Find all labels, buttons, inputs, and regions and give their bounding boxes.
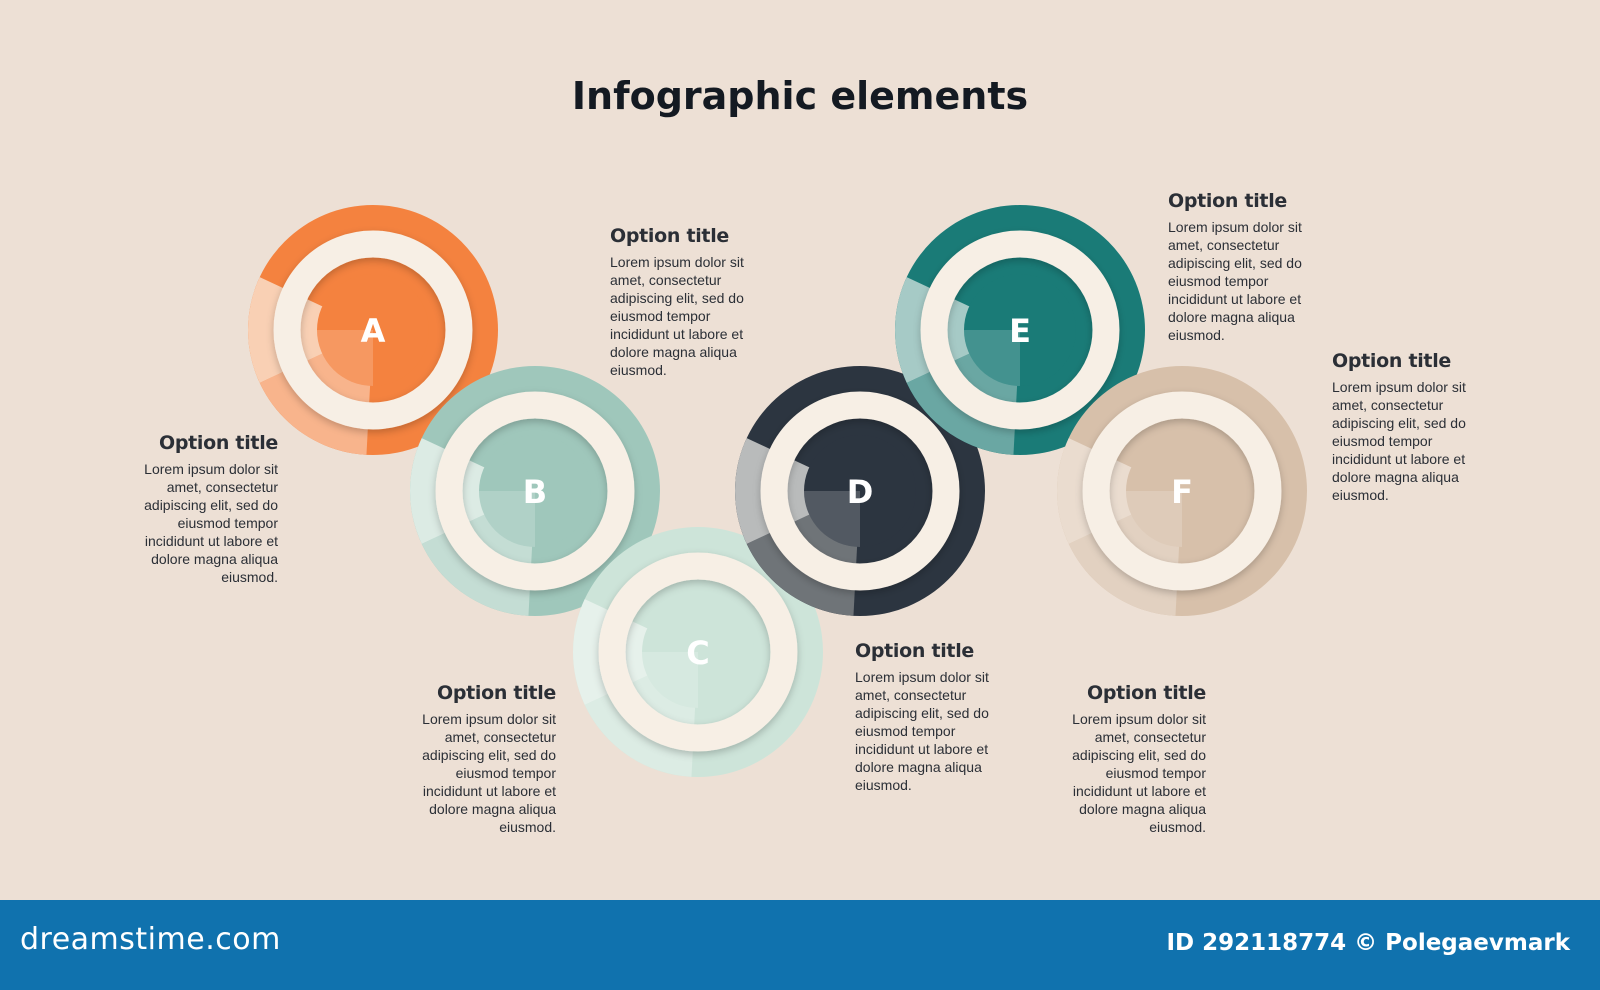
cream-ring [920, 230, 1120, 430]
option-g-text: Option title Lorem ipsum dolor sit amet,… [1056, 682, 1206, 836]
option-a-text: Option title Lorem ipsum dolor sit amet,… [128, 432, 278, 586]
option-body: Lorem ipsum dolor sit amet, consectetur … [422, 711, 556, 835]
footer-bar: dreamstime.com ID 292118774 © Polegaevma… [0, 900, 1600, 990]
step-circle-d: D [735, 366, 985, 616]
option-title: Option title [1332, 350, 1452, 372]
step-circle-f: F [1057, 366, 1307, 616]
option-body: Lorem ipsum dolor sit amet, consectetur … [1072, 711, 1206, 835]
option-title: Option title [436, 682, 556, 704]
option-body: Lorem ipsum dolor sit amet, consectetur … [144, 461, 278, 585]
page-title: Infographic elements [571, 74, 1029, 118]
option-c-text: Option title Lorem ipsum dolor sit amet,… [406, 682, 556, 836]
step-letter: A [361, 312, 386, 350]
step-letter: E [1009, 312, 1031, 350]
cream-ring [273, 230, 473, 430]
inner-disc [642, 596, 754, 708]
step-circle-c: C [573, 527, 823, 777]
option-body: Lorem ipsum dolor sit amet, consectetur … [610, 254, 744, 378]
inner-disc [1126, 435, 1238, 547]
option-title: Option title [610, 225, 730, 247]
inner-highlight [804, 491, 860, 547]
option-title: Option title [1168, 190, 1288, 212]
inner-disc [317, 274, 429, 386]
option-body: Lorem ipsum dolor sit amet, consectetur … [1168, 219, 1302, 343]
option-f-text: Option title Lorem ipsum dolor sit amet,… [1332, 350, 1482, 504]
inner-highlight [642, 652, 698, 708]
inner-disc [804, 435, 916, 547]
option-title: Option title [1086, 682, 1206, 704]
cream-ring [760, 391, 960, 591]
option-b-text: Option title Lorem ipsum dolor sit amet,… [610, 225, 760, 379]
step-circle-a: A [248, 205, 498, 455]
step-letter: C [686, 634, 709, 672]
inner-highlight [1126, 491, 1182, 547]
inner-disc [479, 435, 591, 547]
option-title: Option title [158, 432, 278, 454]
cream-ring [435, 391, 635, 591]
inner-highlight [317, 330, 373, 386]
option-title: Option title [855, 640, 975, 662]
cream-ring [598, 552, 798, 752]
step-circle-e: E [895, 205, 1145, 455]
step-letter: D [847, 473, 874, 511]
step-circle-b: B [410, 366, 660, 616]
option-d-text: Option title Lorem ipsum dolor sit amet,… [855, 640, 1005, 794]
step-letter: F [1171, 473, 1193, 511]
option-body: Lorem ipsum dolor sit amet, consectetur … [1332, 379, 1466, 503]
option-e-text: Option title Lorem ipsum dolor sit amet,… [1168, 190, 1318, 344]
step-letter: B [523, 473, 547, 511]
image-credit: ID 292118774 © Polegaevmark [1166, 930, 1570, 956]
brand-logo: dreamstime.com [20, 922, 281, 957]
step-circles-diagram: A B C D E F [248, 205, 1307, 777]
inner-highlight [479, 491, 535, 547]
option-body: Lorem ipsum dolor sit amet, consectetur … [855, 669, 989, 793]
cream-ring [1082, 391, 1282, 591]
inner-highlight [964, 330, 1020, 386]
inner-disc [964, 274, 1076, 386]
